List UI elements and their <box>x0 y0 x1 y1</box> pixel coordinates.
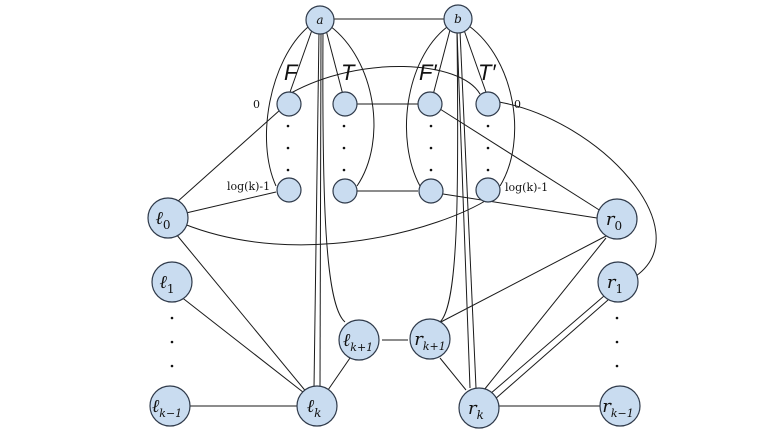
svg-text:rk+1: rk+1 <box>414 329 446 353</box>
svg-text:rk−1: rk−1 <box>602 396 634 420</box>
edge-l0-f-bottom <box>185 191 277 214</box>
node-rkp1: rk+1 <box>409 318 451 360</box>
svg-text:r1: r1 <box>607 272 623 296</box>
node-fp-top <box>417 91 443 117</box>
edge-a-f-bottom <box>266 26 309 187</box>
edge-b-tp-bottom <box>468 25 516 187</box>
index-label-zero-right: 0 <box>514 98 521 111</box>
node-f-top <box>276 91 302 117</box>
edges <box>175 18 657 407</box>
group-label-f: F <box>284 60 299 85</box>
index-label-zero-left: 0 <box>253 98 260 111</box>
edge-l0-lk <box>175 233 309 395</box>
edge-b-fp-top <box>432 29 451 96</box>
node-f-bottom <box>276 177 302 203</box>
edge-fp-bottom-r0 <box>442 193 598 219</box>
node-rk: rk <box>458 387 500 429</box>
edge-lk-a-2 <box>319 30 322 389</box>
node-lkm1: ℓk−1 <box>149 385 191 427</box>
node-a: a <box>305 5 335 35</box>
edge-fp-top-r0 <box>439 108 605 214</box>
edge-l0-tp-bottom <box>183 197 491 246</box>
edge-b-tp-top <box>463 29 488 96</box>
node-lkp1: ℓk+1 <box>338 319 380 361</box>
svg-text:ℓ1: ℓ1 <box>159 272 174 296</box>
edge-arc-top <box>290 65 481 95</box>
node-fp-bottom <box>418 178 444 204</box>
node-l1: ℓ1 <box>151 261 193 303</box>
edge-l0-f-top <box>176 109 281 203</box>
svg-text:ℓk: ℓk <box>307 396 322 420</box>
node-b-label: b <box>454 12 462 26</box>
svg-text:rk: rk <box>468 398 484 422</box>
edge-tp-top-r1 <box>498 101 657 277</box>
index-label-log-left: log(k)-1 <box>227 180 270 193</box>
column-nodes <box>276 91 501 204</box>
edge-lk-lkp1 <box>327 357 351 391</box>
group-label-f-prime: F′ <box>419 60 437 85</box>
node-t-top <box>332 91 358 117</box>
svg-text:r0: r0 <box>606 209 622 233</box>
group-label-t-prime: T′ <box>478 60 496 85</box>
node-tp-top <box>475 91 501 117</box>
edge-lk-a-1 <box>313 30 320 389</box>
svg-text:ℓk−1: ℓk−1 <box>152 396 182 420</box>
edge-b-fp-bottom <box>405 26 448 187</box>
group-label-t: T <box>341 60 356 85</box>
edge-rk-b-2 <box>459 30 477 389</box>
node-rkm1: rk−1 <box>599 385 641 427</box>
node-t-bottom <box>332 178 358 204</box>
edge-rk-r1-b <box>493 299 609 401</box>
edge-l1-lk <box>179 295 309 397</box>
node-r0: r0 <box>596 198 638 240</box>
ellipsis-dots <box>170 124 619 368</box>
edge-lkp1-a <box>322 30 346 323</box>
node-lk: ℓk <box>296 385 338 427</box>
node-l0: ℓ0 <box>147 197 189 239</box>
edge-rk-b-1 <box>456 30 471 389</box>
edge-a-t-bottom <box>329 25 375 187</box>
edge-rk-r0 <box>483 237 607 391</box>
node-a-label: a <box>316 13 323 27</box>
edge-a-t-top <box>325 29 344 96</box>
edge-r0-rkp1 <box>436 235 607 325</box>
edge-a-f-top <box>288 29 313 96</box>
index-label-log-right: log(k)-1 <box>505 181 548 194</box>
svg-text:ℓ0: ℓ0 <box>155 208 170 232</box>
svg-text:ℓk+1: ℓk+1 <box>343 330 373 354</box>
edge-rkp1-rk <box>439 357 467 391</box>
node-b: b <box>443 4 473 34</box>
edge-rkp1-b <box>439 30 459 323</box>
node-tp-bottom <box>475 177 501 203</box>
node-r1: r1 <box>597 261 639 303</box>
edge-rk-r1 <box>489 295 605 395</box>
